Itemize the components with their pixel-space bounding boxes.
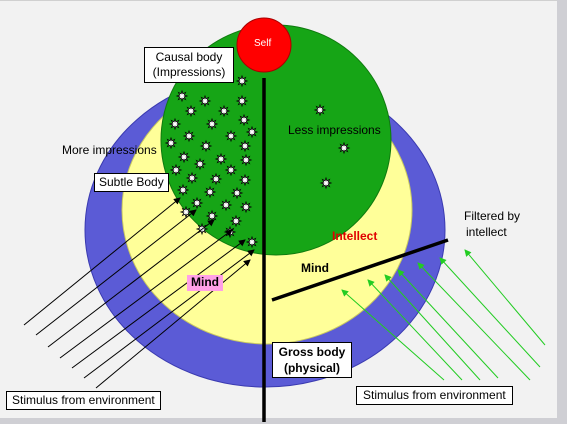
impression-star <box>176 183 190 197</box>
impression-star <box>239 153 253 167</box>
impression-star <box>230 186 244 200</box>
impression-star <box>193 157 207 171</box>
gross-body-line1: Gross body <box>278 345 346 359</box>
impression-star <box>179 205 193 219</box>
slide-right-border <box>557 0 567 424</box>
impression-star <box>209 172 223 186</box>
slide-bottom-border <box>0 418 567 424</box>
self-label: Self <box>254 38 272 49</box>
impression-star <box>164 136 178 150</box>
slide-top-edge <box>0 0 557 1</box>
impression-star <box>235 94 249 108</box>
impression-star <box>190 196 204 210</box>
impression-star <box>185 171 199 185</box>
impression-star <box>177 150 191 164</box>
impression-star <box>199 139 213 153</box>
impression-star <box>224 129 238 143</box>
impression-star <box>245 125 259 139</box>
impression-star <box>175 89 189 103</box>
more-impressions-label: More impressions <box>62 143 157 157</box>
impression-star <box>319 176 333 190</box>
impression-star <box>214 152 228 166</box>
impression-star <box>182 129 196 143</box>
impression-star <box>238 173 252 187</box>
impression-star <box>337 141 351 155</box>
filtered-line1: Filtered by <box>464 209 521 223</box>
impression-star <box>237 113 251 127</box>
impression-star <box>198 94 212 108</box>
impression-star <box>313 103 327 117</box>
gross-body-line2: (physical) <box>283 361 340 375</box>
causal-body-line1: Causal body <box>155 50 223 64</box>
impression-star <box>184 104 198 118</box>
intellect-label: Intellect <box>332 229 378 243</box>
impression-star <box>205 117 219 131</box>
impression-star <box>205 209 219 223</box>
causal-body-line2: (Impressions) <box>152 65 226 79</box>
impression-star <box>219 198 233 212</box>
mind-label-left: Mind <box>187 275 223 291</box>
mind-label-right: Mind <box>301 261 329 275</box>
impression-star <box>229 214 243 228</box>
impression-star <box>217 104 231 118</box>
stimulus-right-label: Stimulus from environment <box>356 386 513 405</box>
right-stimulus-arrows <box>341 249 546 381</box>
impression-star <box>238 139 252 153</box>
impression-star <box>235 74 249 88</box>
subtle-body-label: Subtle Body <box>94 173 169 192</box>
gross-body-label: Gross body (physical) <box>272 342 352 378</box>
impression-star <box>245 235 259 249</box>
self-circle <box>236 17 292 73</box>
impression-star <box>224 163 238 177</box>
filtered-label: Filtered by intellect <box>464 208 520 240</box>
left-stimulus-arrows <box>23 197 255 389</box>
impression-star <box>239 200 253 214</box>
impression-star <box>203 185 217 199</box>
stimulus-left-label: Stimulus from environment <box>6 391 161 410</box>
filtered-line2: intellect <box>466 225 507 239</box>
less-impressions-label: Less impressions <box>288 123 381 137</box>
impression-star <box>169 163 183 177</box>
impression-star <box>168 117 182 131</box>
causal-body-label: Causal body (Impressions) <box>144 47 234 83</box>
intellect-line <box>271 238 449 302</box>
